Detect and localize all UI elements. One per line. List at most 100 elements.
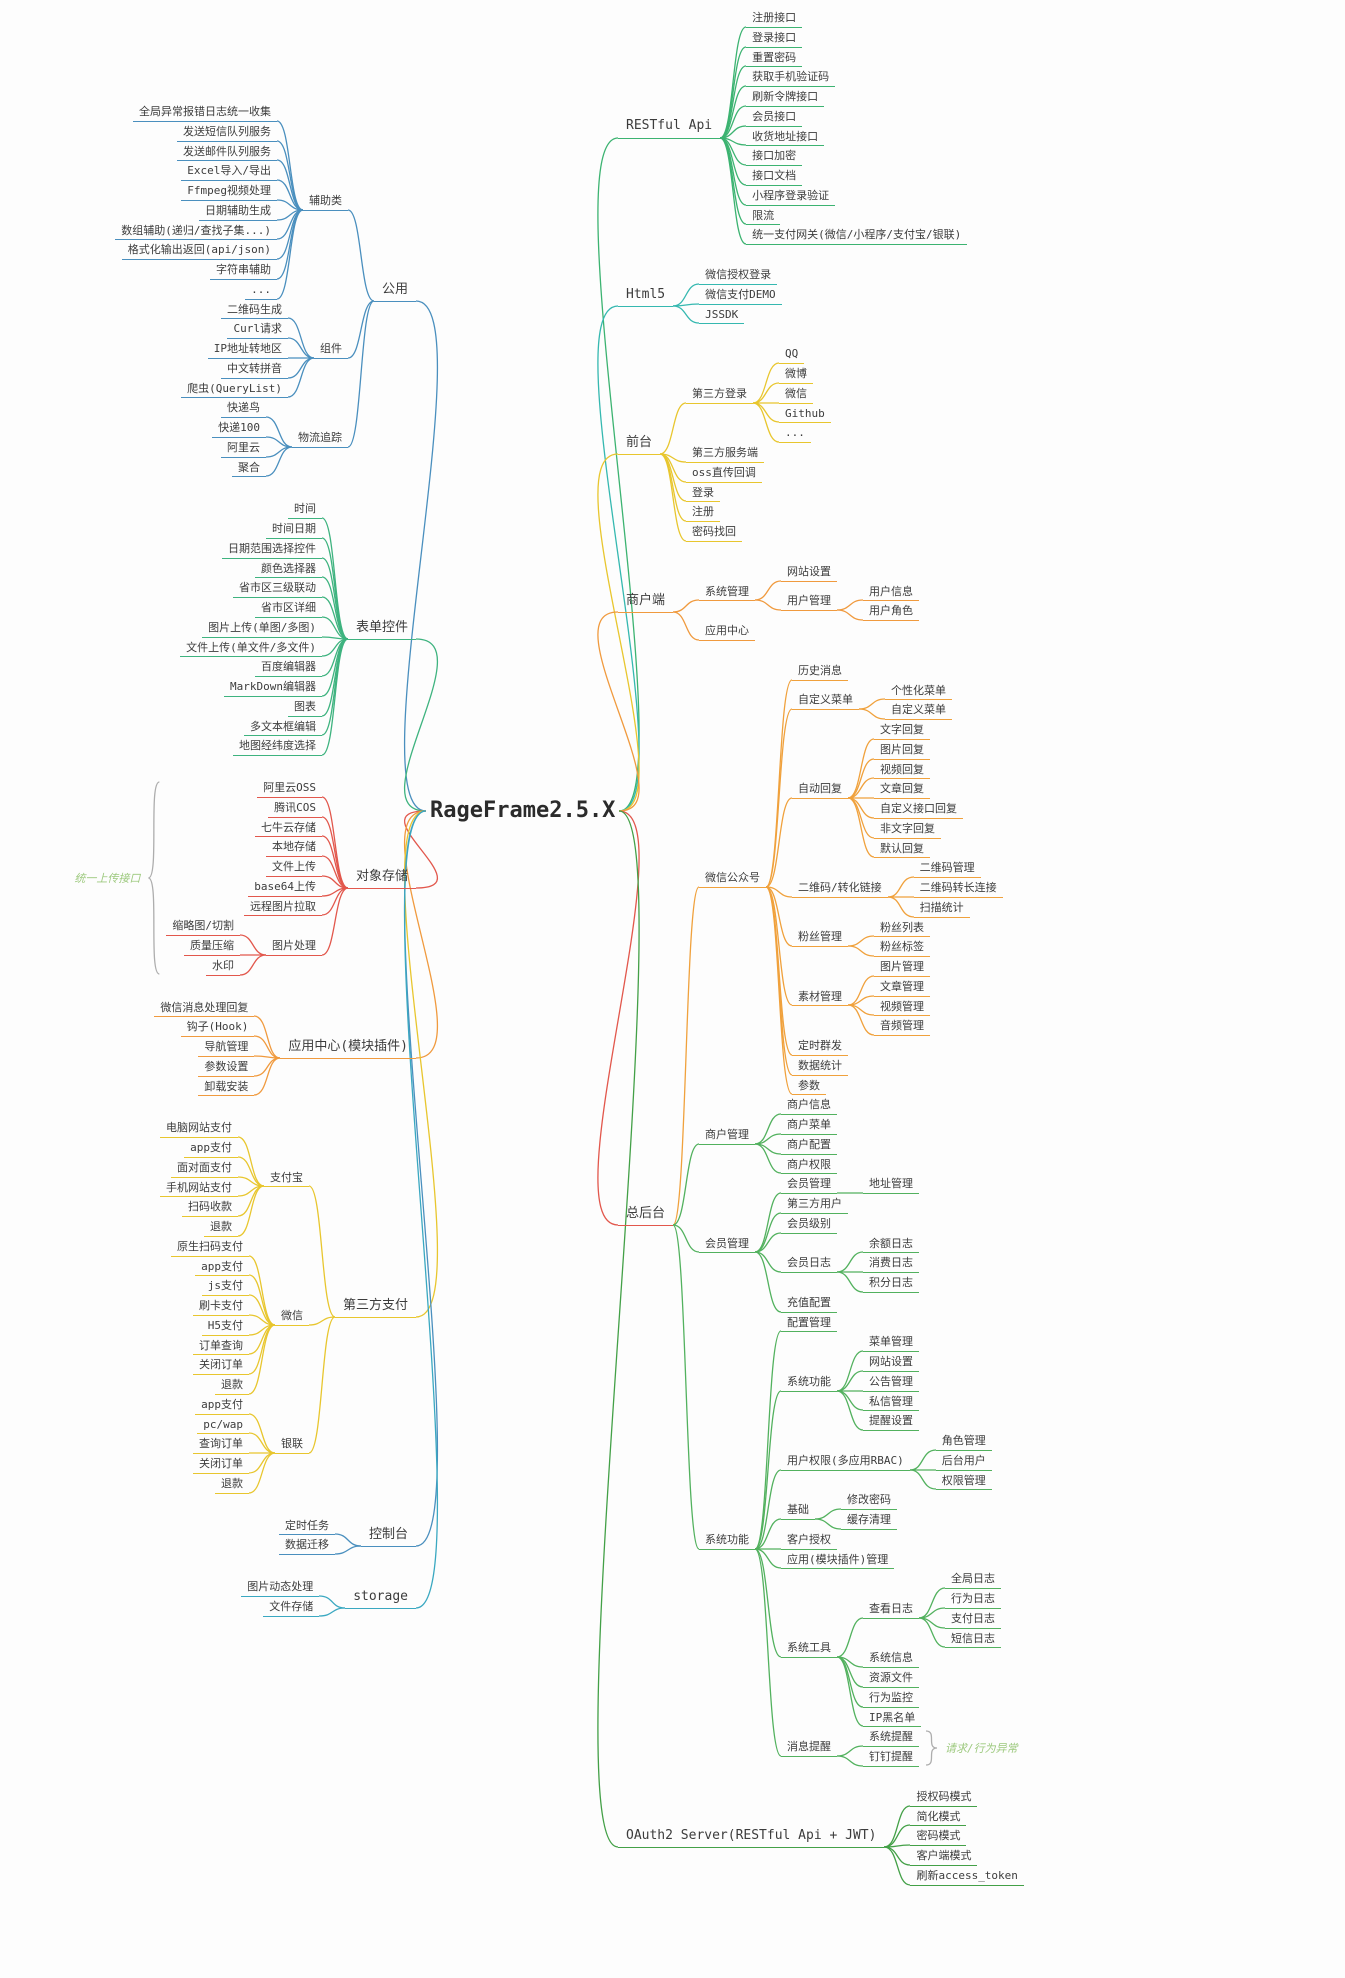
subtree: 会员管理会员管理地址管理第三方用户会员级别会员日志余额日志消费日志积分日志充值配… <box>699 1176 920 1313</box>
leaf-node-label: 用户角色 <box>863 603 920 621</box>
annotated-group: 系统提醒钉钉提醒请求/行为异常 <box>863 1729 1018 1767</box>
subtree: 时间时间日期日期范围选择控件颜色选择器省市区三级联动省市区详细图片上传(单图/多… <box>180 501 416 756</box>
subtree: 手机网站支付 <box>159 1180 238 1198</box>
subtree: 应用中心 <box>699 623 756 641</box>
subtree: 自定义菜单 <box>885 702 953 720</box>
branch-node-label: 系统功能 <box>781 1374 838 1392</box>
leaf-node-label: 行为日志 <box>945 1591 1002 1609</box>
subtree: 素材管理图片管理文章管理视频管理音频管理 <box>792 959 931 1036</box>
subtree: 阿里云OSS <box>257 780 322 798</box>
subtree: 积分日志 <box>863 1275 920 1293</box>
leaf-node-label: 网站设置 <box>781 564 838 582</box>
subtree: 聚合 <box>231 460 266 478</box>
leaf-node-label: 快递100 <box>212 420 266 438</box>
leaf-node-label: QQ <box>779 346 805 364</box>
leaf-node-label: 图表 <box>287 699 322 717</box>
leaf-node-label: 商户配置 <box>781 1137 838 1155</box>
leaf-node-label: 登录 <box>686 485 721 503</box>
subtree: 第三方服务端 <box>686 445 765 463</box>
subtree: 注册 <box>686 504 721 522</box>
leaf-node-label: 手机网站支付 <box>159 1180 238 1198</box>
leaf-node-label: 历史消息 <box>792 663 849 681</box>
leaf-node-label: 发送邮件队列服务 <box>176 144 277 162</box>
leaf-node-label: 积分日志 <box>863 1275 920 1293</box>
leaf-node-label: 统一支付网关(微信/小程序/支付宝/银联) <box>746 227 968 245</box>
subtree: 原生扫码支付 <box>170 1239 249 1257</box>
leaf-node-label: oss直传回调 <box>686 465 762 483</box>
subtree: 用户信息 <box>863 584 920 602</box>
leaf-node-label: 腾讯COS <box>268 800 322 818</box>
subtree: 行为日志 <box>945 1591 1002 1609</box>
leaf-node-label: 网站设置 <box>863 1354 920 1372</box>
branch-node-label: 粉丝管理 <box>792 929 849 948</box>
leaf-node-label: 缓存清理 <box>841 1512 898 1530</box>
subtree: 历史消息 <box>792 663 849 681</box>
subtree: 二维码生成 <box>220 302 288 320</box>
branch-node-label: 微信公众号 <box>699 870 767 888</box>
subtree: 快递鸟 <box>220 400 266 418</box>
subtree: 商户配置 <box>781 1137 838 1155</box>
leaf-node-label: 省市区详细 <box>254 600 322 618</box>
leaf-node-label: 远程图片拉取 <box>243 899 322 917</box>
leaf-node-label: 二维码转长连接 <box>913 880 1003 898</box>
subtree: 腾讯COS <box>268 800 322 818</box>
branch-node-label: 公用 <box>373 280 416 302</box>
subtree: 参数设置 <box>198 1059 255 1077</box>
leaf-node-label: 微信消息处理回复 <box>154 1000 255 1018</box>
leaf-node-label: 刷新access_token <box>910 1868 1024 1886</box>
subtree: H5支付 <box>201 1318 249 1336</box>
leaf-node-label: 字符串辅助 <box>209 262 277 280</box>
subtree: 配置管理 <box>781 1315 838 1333</box>
subtree: 格式化输出返回(api/json) <box>121 242 277 260</box>
branch-node-label: 物流追踪 <box>291 430 348 448</box>
leaf-node-label: 电脑网站支付 <box>159 1120 238 1138</box>
subtree: 地图经纬度选择 <box>232 738 322 756</box>
leaf-node-label: 系统提醒 <box>863 1729 920 1747</box>
subtree: 扫描统计 <box>913 900 970 918</box>
subtree: 商户信息 <box>781 1097 838 1115</box>
leaf-node-label: 多文本框编辑 <box>243 719 322 737</box>
branch-node-label: 素材管理 <box>792 989 849 1007</box>
subtree: 扫码收款 <box>181 1199 238 1217</box>
leaf-node-label: 图片管理 <box>874 959 931 977</box>
leaf-node-label: 接口文档 <box>746 168 803 186</box>
subtree: 系统管理网站设置用户管理用户信息用户角色 <box>699 564 920 621</box>
brace <box>925 1729 939 1767</box>
branch-node-label: 基础 <box>781 1502 816 1520</box>
subtree: 质量压缩 <box>183 938 240 956</box>
subtree: 系统信息 <box>863 1650 920 1668</box>
subtree: 视频回复 <box>874 762 931 780</box>
subtree: 文件上传 <box>265 859 322 877</box>
subtree: 获取手机验证码 <box>746 69 836 87</box>
leaf-node-label: 角色管理 <box>935 1433 992 1451</box>
leaf-node-label: 退款 <box>214 1476 249 1494</box>
branch-node-label: 自动回复 <box>792 781 849 799</box>
leaf-node-label: 微信 <box>779 386 814 404</box>
subtree: 本地存储 <box>265 839 322 857</box>
subtree: 自定义接口回复 <box>874 801 964 819</box>
leaf-node-label: 卸载安装 <box>198 1079 255 1097</box>
subtree: IP黑名单 <box>863 1710 922 1728</box>
leaf-node-label: 定时群发 <box>792 1038 849 1056</box>
subtree: 全局异常报错日志统一收集 <box>132 104 277 122</box>
subtree: 粉丝管理粉丝列表粉丝标签 <box>792 920 931 957</box>
subtree: 数据迁移 <box>278 1537 335 1555</box>
branch-node-label: 前台 <box>618 433 661 456</box>
subtree: 支付日志 <box>945 1611 1002 1629</box>
leaf-node-label: 阿里云 <box>220 440 266 458</box>
branch-node-label: 查看日志 <box>863 1601 920 1619</box>
subtree: 角色管理 <box>935 1433 992 1451</box>
subtree: 文章管理 <box>874 979 931 997</box>
subtree: 个性化菜单 <box>885 683 953 701</box>
subtree: 重置密码 <box>746 50 803 68</box>
leaf-node-label: Excel导入/导出 <box>181 163 277 181</box>
subtree: 颜色选择器 <box>254 561 322 579</box>
leaf-node-label: 私信管理 <box>863 1394 920 1412</box>
